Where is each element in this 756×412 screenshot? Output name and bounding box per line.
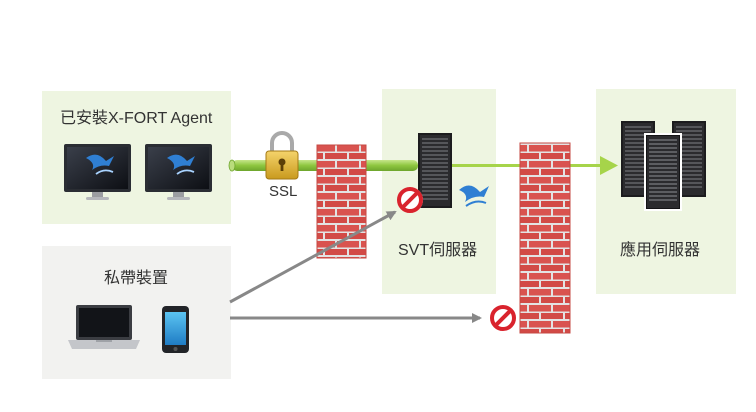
firewall-right <box>519 142 571 334</box>
app-server-label: 應用伺服器 <box>620 242 701 259</box>
svt-server-label: SVT伺服器 <box>398 242 478 259</box>
lock-icon <box>265 131 299 180</box>
private-to-svt-arrow <box>229 210 397 304</box>
phone-icon <box>162 306 189 353</box>
block-icon-app <box>490 305 516 331</box>
agent-group-label: 已安裝X-FORT Agent <box>60 110 213 127</box>
ssl-label: SSL <box>269 183 298 200</box>
agent-monitor-2 <box>145 144 212 200</box>
private-devices-label: 私帶裝置 <box>104 270 169 287</box>
firewall-left <box>316 144 367 259</box>
block-icon-svt <box>397 187 423 213</box>
xfort-logo-icon <box>459 185 489 207</box>
app-server-icon <box>621 121 706 211</box>
laptop-icon <box>68 305 140 349</box>
agent-monitor-1 <box>64 144 131 200</box>
svt-server-icon <box>418 133 452 208</box>
private-devices-panel <box>42 246 231 379</box>
